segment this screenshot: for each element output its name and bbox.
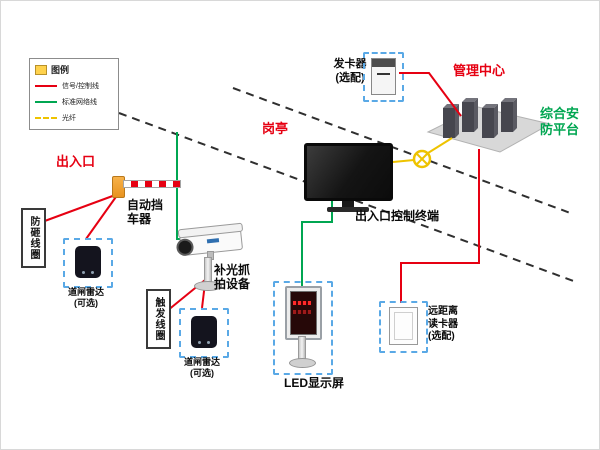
fiber-line-terminal xyxy=(392,159,415,163)
card-issuer-label: 发卡器 (选配) xyxy=(333,58,367,84)
terminal-label: 出入口控制终端 xyxy=(355,209,440,223)
camera-base xyxy=(194,281,222,291)
signal-line-barrier-radar1 xyxy=(85,193,119,240)
monitor-icon xyxy=(304,143,393,201)
fiber-transceiver-icon xyxy=(412,149,432,169)
zone-boundary-line xyxy=(232,87,574,215)
signal-line-cardissuer-platform xyxy=(399,72,462,117)
security-platform-icon xyxy=(426,98,552,153)
barrier-label: 自动挡 车器 xyxy=(127,198,164,227)
led-base xyxy=(289,358,316,368)
camera-lens-icon xyxy=(175,237,195,257)
legend-title: 图例 xyxy=(51,65,70,75)
camera-label: 补光抓 拍设备 xyxy=(214,263,251,292)
fiber-line-platform xyxy=(427,137,453,154)
radar1-optional-box xyxy=(63,238,113,288)
radar-icon xyxy=(75,246,101,278)
platform-label: 综合安 防平台 xyxy=(540,106,580,138)
radar2-optional-box xyxy=(179,308,229,358)
led-optional-box xyxy=(273,281,333,375)
signal-line-reader-platform xyxy=(400,149,480,303)
zone-label-management-center: 管理中心 xyxy=(453,63,506,78)
signal-line-barrier-antismash xyxy=(41,193,119,223)
server-icon xyxy=(482,104,498,138)
server-icon xyxy=(501,98,517,132)
network-line-terminal-led xyxy=(301,201,333,287)
card-reader-icon xyxy=(389,307,418,345)
signal-line-sample xyxy=(35,85,57,87)
network-line-sample xyxy=(35,101,57,103)
legend: 图例 信号/控制线 标准网络线 光纤 xyxy=(29,58,119,130)
radar2-label: 道闸雷达 (可选) xyxy=(183,357,220,379)
barrier-arm-icon xyxy=(123,180,181,188)
zone-label-entrance: 出入口 xyxy=(56,154,96,169)
server-icon xyxy=(443,104,459,138)
monitor-stand xyxy=(342,201,354,208)
led-label: LED显示屏 xyxy=(284,376,345,390)
card-reader-optional-box xyxy=(379,301,428,353)
radar-icon xyxy=(191,316,217,348)
radar1-label: 道闸雷达 (可选) xyxy=(67,287,104,309)
anti-smash-loop-box: 防砸线圈 xyxy=(21,208,46,268)
legend-item-fiber: 光纤 xyxy=(30,110,118,126)
monitor-base xyxy=(327,207,369,212)
card-issuer-optional-box xyxy=(363,52,404,102)
server-icon xyxy=(462,98,478,132)
fiber-line-sample xyxy=(35,117,57,119)
led-screen-icon xyxy=(285,286,322,340)
legend-icon xyxy=(35,64,47,75)
legend-item-signal: 信号/控制线 xyxy=(30,78,118,94)
trigger-loop-box: 触发线圈 xyxy=(146,289,171,349)
card-issuer-icon xyxy=(371,58,396,95)
card-reader-label: 远距离 读卡器 (选配) xyxy=(428,306,458,342)
legend-item-network: 标准网络线 xyxy=(30,94,118,110)
zone-label-guard-booth: 岗亭 xyxy=(262,121,289,136)
